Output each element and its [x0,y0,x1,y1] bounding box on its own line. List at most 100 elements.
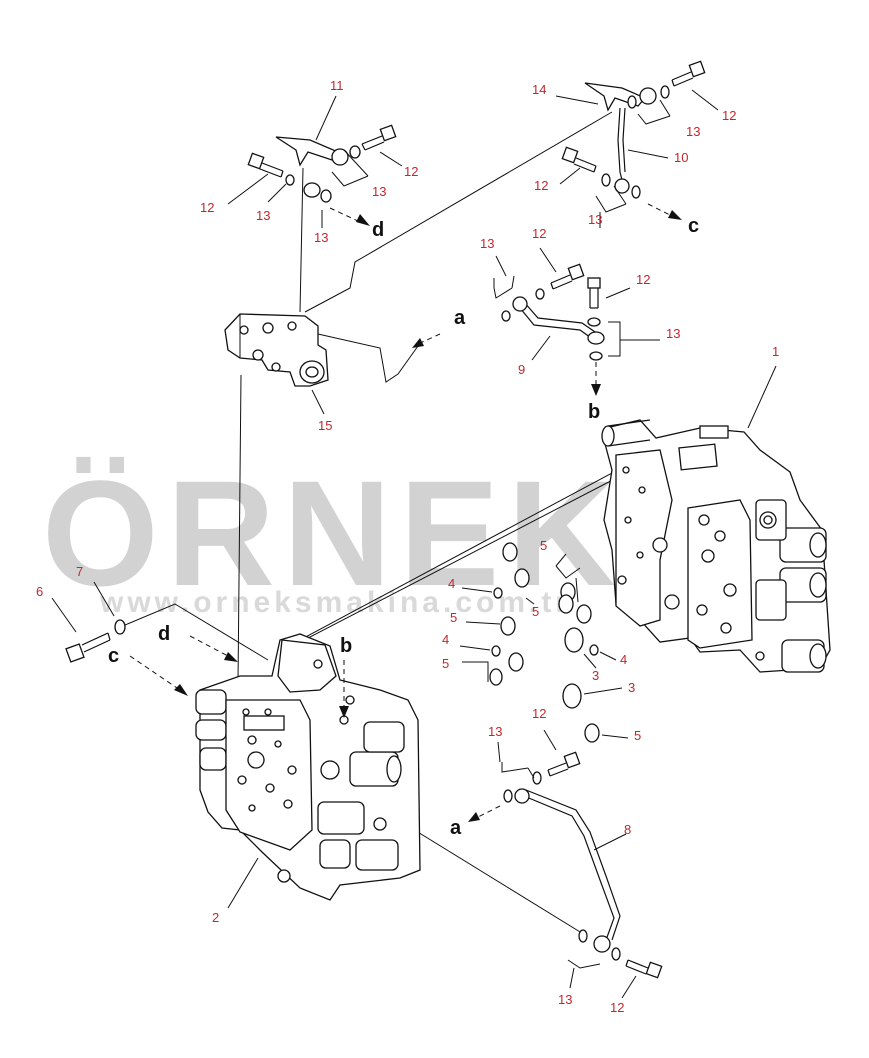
pipe-9-fitting-left [512,296,528,312]
callout-4: 4 [448,576,455,591]
tube-10-fitting [614,178,630,194]
callout-15: 15 [318,418,332,433]
oring-5-3 [500,616,516,636]
bracket-14-nut [639,87,657,105]
oring-13-b2 [627,95,637,109]
callout-14: 14 [532,82,546,97]
callout-3: 3 [592,668,599,683]
direction-arrows [129,203,682,822]
letter-d-top: d [372,219,384,241]
callout-12: 12 [532,706,546,721]
callout-11: 11 [330,78,344,93]
valve-1-solenoids [755,499,827,673]
bolt-6-washer-7 [65,619,126,663]
oring-13-d2 [535,288,545,300]
connection-letters: a a b b c c d d [108,215,699,839]
callout-9: 9 [518,362,525,377]
oring-5-8 [576,604,592,624]
bolt-12-mid-left [561,146,597,173]
watermark-brand: ÖRNEK [42,449,624,617]
letter-c-bottom: c [108,645,119,667]
bolt-12-topright [671,60,706,87]
washer-7 [114,619,126,635]
callout-10: 10 [674,150,688,165]
callout-5: 5 [450,610,457,625]
callout-13: 13 [558,992,572,1007]
route-valve2-to-pipe8 [394,817,586,936]
oring-5-2 [514,568,530,588]
oring-4-3 [589,644,599,656]
callout-13: 13 [372,184,386,199]
oring-13-e1 [503,789,513,803]
oring-4-1 [493,587,503,599]
oring-5-7 [558,594,574,614]
oring-13-e2 [532,771,542,785]
bracket-11-fitting [303,182,321,198]
oring-4-2 [491,645,501,657]
oring-13-f2 [611,947,621,961]
callout-13: 13 [256,208,270,223]
route-block15-to-valve2 [237,374,242,683]
callout-6: 6 [36,584,43,599]
callout-4: 4 [620,652,627,667]
leader-lines [51,89,777,999]
pipe-9-fitting-right [587,331,605,345]
control-valve-1 [601,419,831,673]
oring-3-2 [562,683,582,709]
callout-13: 13 [480,236,494,251]
callout-12: 12 [722,108,736,123]
pipe-8 [523,795,615,941]
tube-10 [617,107,623,181]
letter-b-top: b [588,401,600,423]
bolt-12-right [361,124,397,151]
route-bolt6-to-valve2 [124,603,269,661]
route-bracket11-to-block15 [299,167,304,313]
oring-5-4 [508,652,524,672]
callout-12: 12 [610,1000,624,1015]
oring-5-5 [489,668,503,686]
callout-13: 13 [686,124,700,139]
oring-5-1 [502,542,518,562]
oring-13-b1 [660,85,670,99]
callout-5: 5 [634,728,641,743]
letter-c-top: c [688,215,699,237]
callout-numbers: 11 12 13 13 13 12 14 12 13 10 12 13 13 1… [36,78,779,1015]
pipe-9 [519,307,595,341]
callout-2: 2 [212,910,219,925]
letter-a-top: a [454,307,466,329]
bracket-11-assembly [247,124,397,203]
callout-5: 5 [540,538,547,553]
bracket-11-nut [331,148,349,166]
control-valve-2 [195,633,421,901]
oring-3-1 [564,627,584,653]
oring-13-d1 [501,310,511,322]
callout-12: 12 [200,200,214,215]
route-bracket14-to-block15 [304,111,613,313]
bolt-12-pipe8-bottom [625,959,663,979]
bolt-12-pipe8-top [547,751,581,777]
route-valve1-to-valve2-upper [299,457,641,641]
pipe-9-assembly [501,263,605,361]
oring-13-a1 [349,145,361,159]
callout-8: 8 [624,822,631,837]
bracket-14-assembly [561,60,706,199]
bolt-12-pipe9 [550,263,585,290]
callout-1: 1 [772,344,779,359]
oring-13-d3 [587,317,601,327]
oring-13-f1 [578,929,588,943]
tube-10-edge [622,107,626,173]
route-valve1-to-valve2-lower [284,471,629,651]
callout-13: 13 [588,212,602,227]
block-15 [224,313,329,387]
callout-5: 5 [442,656,449,671]
callout-7: 7 [76,564,83,579]
letter-d-bottom: d [158,623,170,645]
callout-12: 12 [636,272,650,287]
pipe-8-assembly [503,751,663,979]
oring-13-a3 [285,174,295,186]
callout-4: 4 [442,632,449,647]
oring-13-a2 [320,189,332,203]
oring-13-d4 [589,351,603,361]
callout-12: 12 [404,164,418,179]
